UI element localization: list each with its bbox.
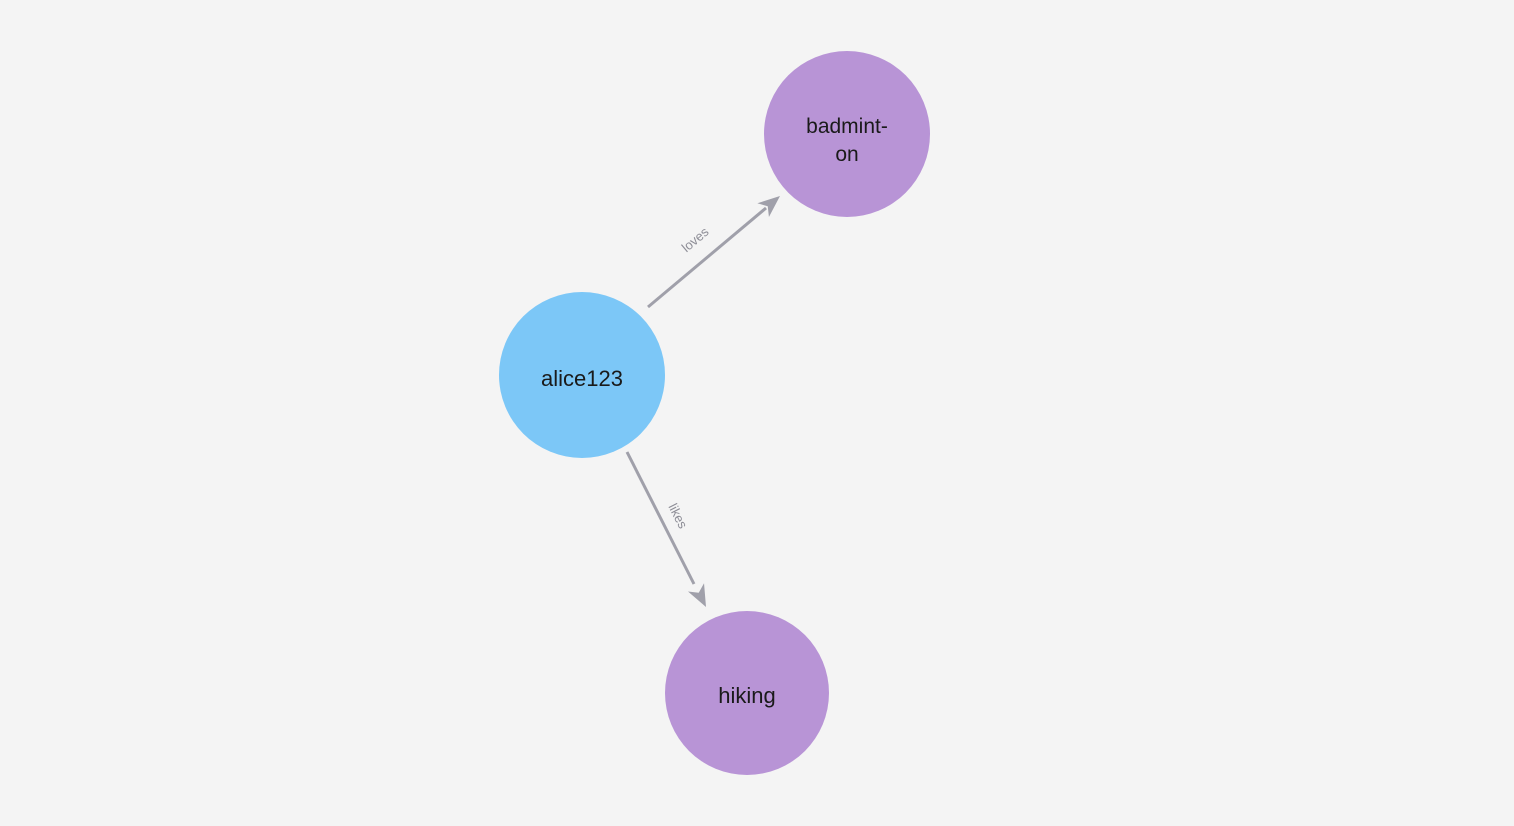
edge-loves-arrowhead [757, 196, 780, 218]
node-badminton[interactable]: badmint- on [764, 51, 930, 217]
edge-likes[interactable]: likes [625, 451, 714, 611]
edge-loves-label: loves [679, 224, 712, 255]
edge-likes-line [625, 451, 696, 585]
edge-loves[interactable]: loves [647, 189, 786, 309]
edge-loves-line [647, 206, 767, 309]
edge-likes-label: likes [665, 501, 690, 531]
node-hiking[interactable]: hiking [665, 611, 829, 775]
node-alice123-circle[interactable] [499, 292, 665, 458]
edge-likes-arrowhead [687, 583, 706, 607]
node-hiking-circle[interactable] [665, 611, 829, 775]
node-alice123[interactable]: alice123 [499, 292, 665, 458]
node-badminton-circle[interactable] [764, 51, 930, 217]
